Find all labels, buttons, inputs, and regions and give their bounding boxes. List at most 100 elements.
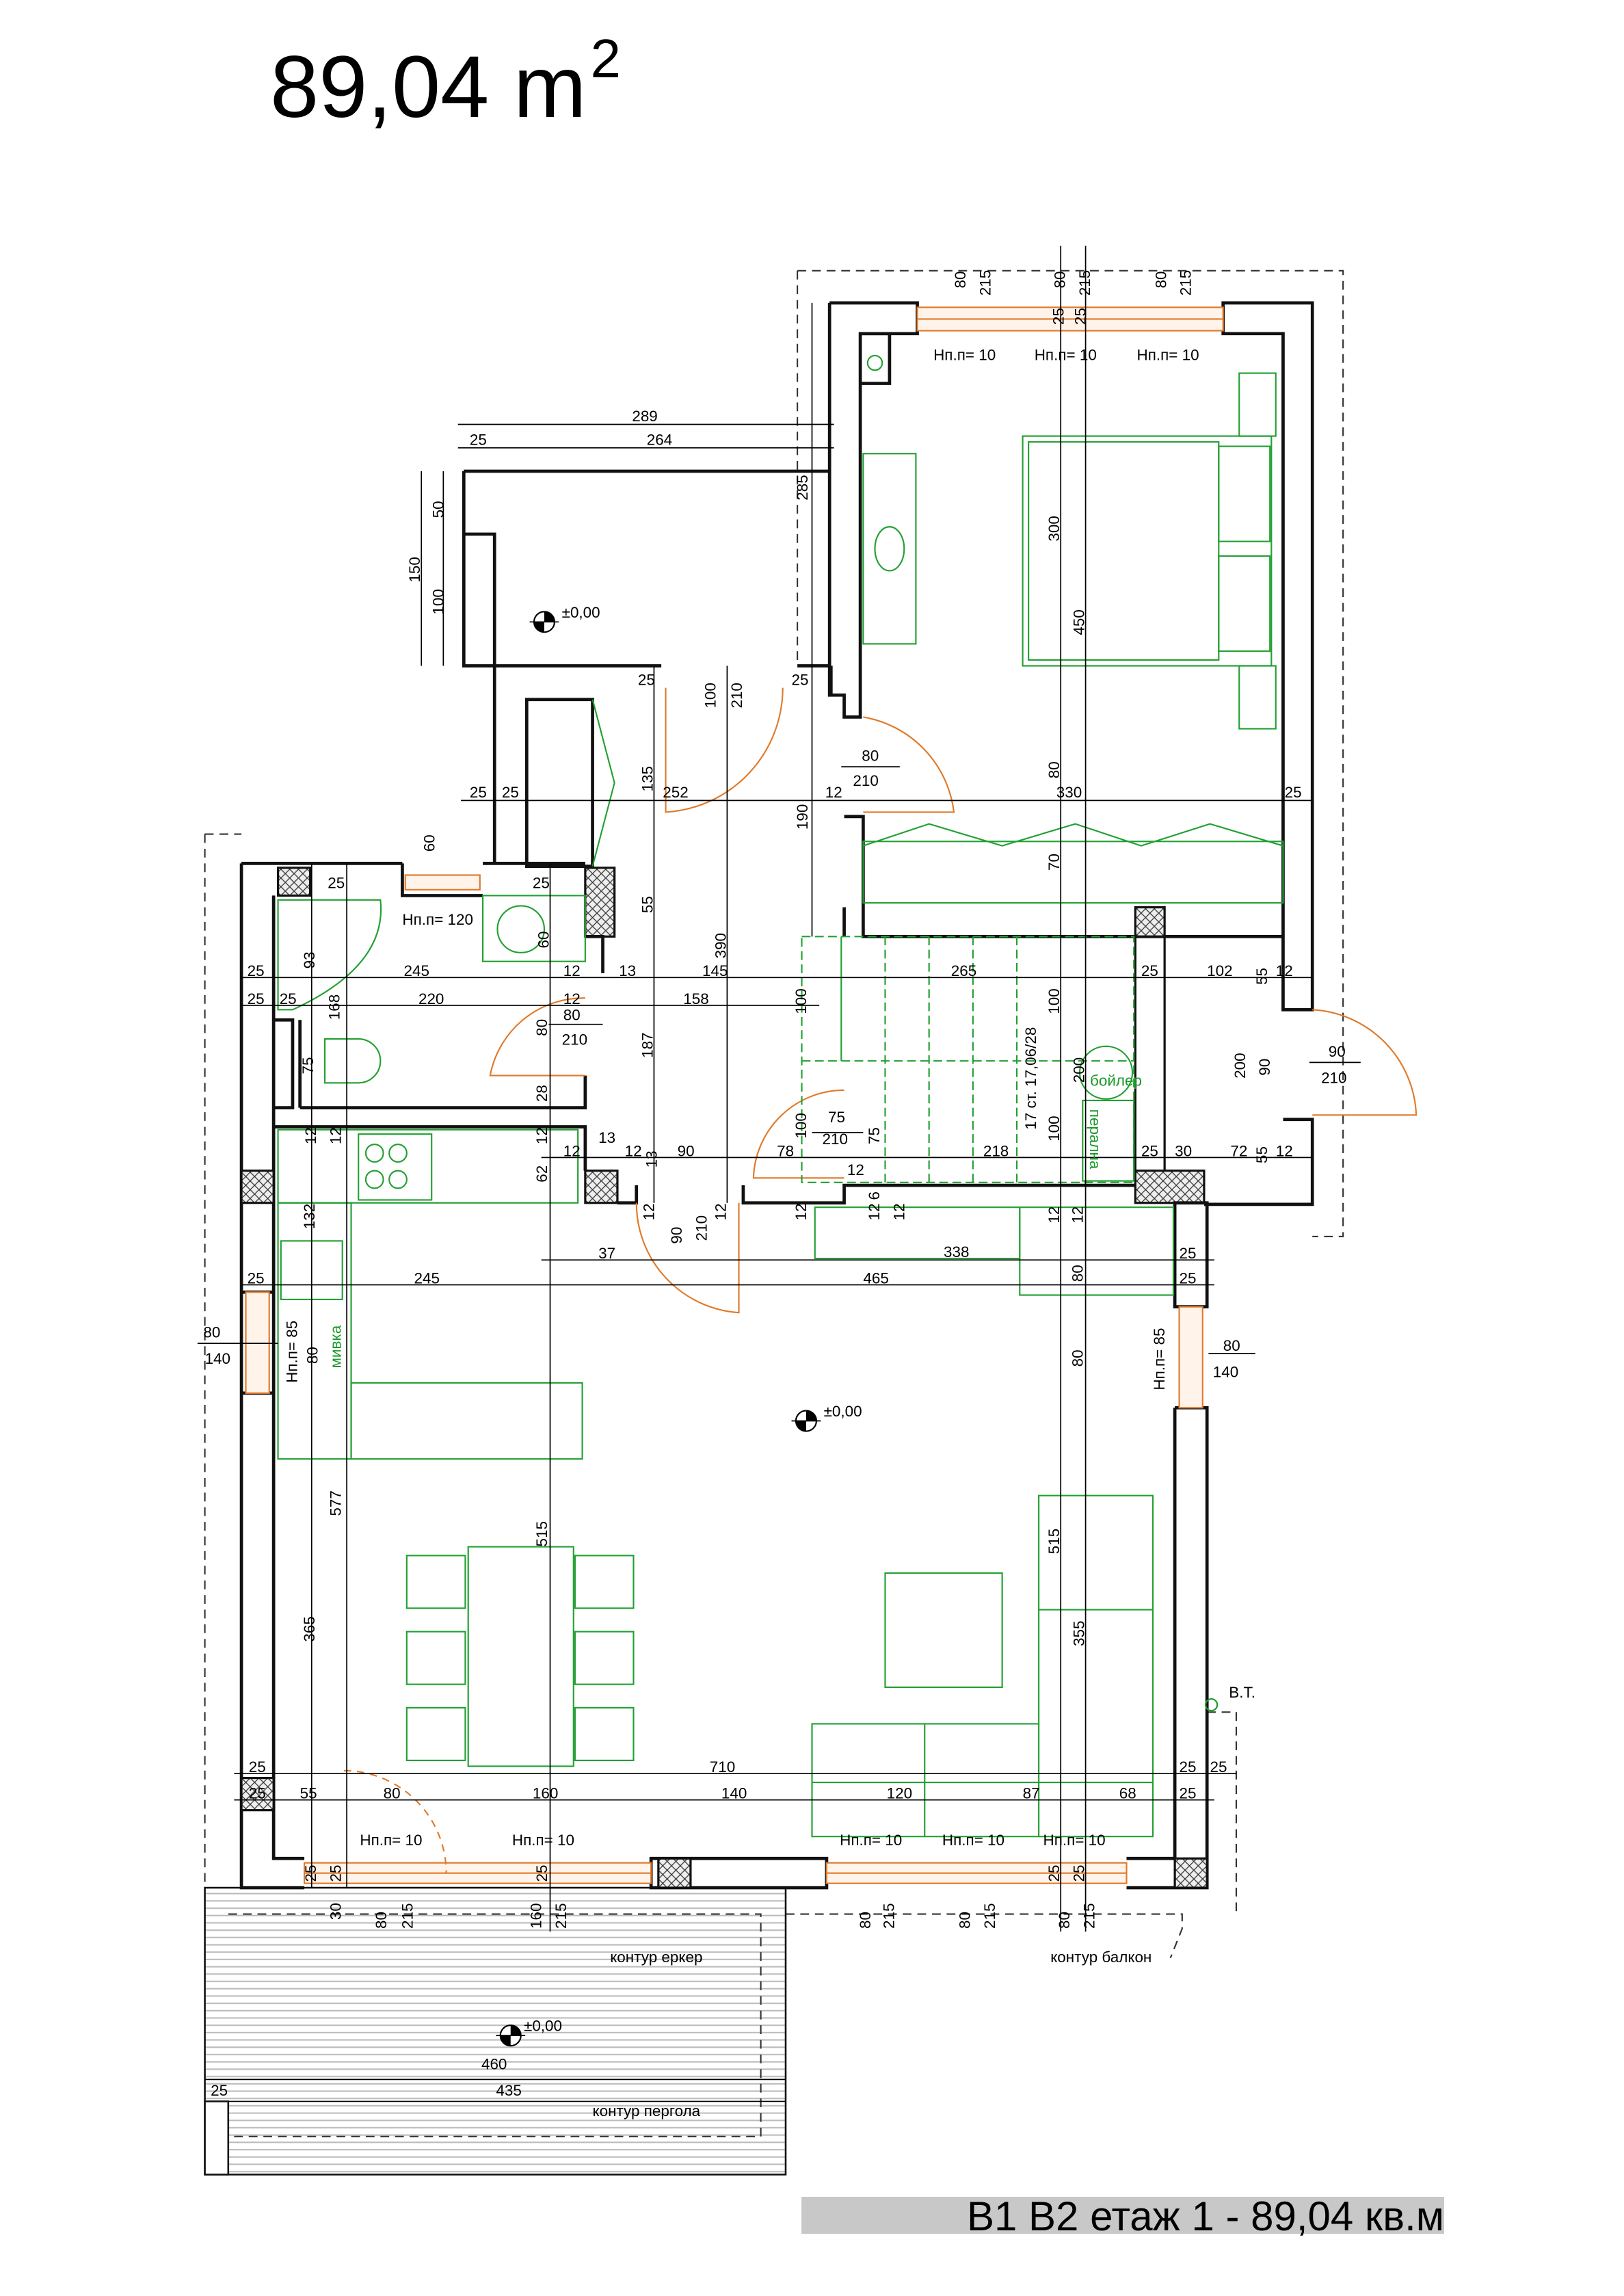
dimension-label: 25 bbox=[1285, 784, 1302, 801]
dining-table bbox=[467, 1546, 574, 1767]
dimension-label: 25 bbox=[470, 784, 487, 801]
dimension-label: 135 bbox=[639, 766, 656, 791]
dimension-label: 12 bbox=[563, 990, 581, 1007]
dimension-label: 13 bbox=[619, 962, 636, 979]
dimension-label: 285 bbox=[794, 475, 811, 500]
dimension-label: 300 bbox=[1046, 516, 1063, 541]
dimension-label: 330 bbox=[1056, 784, 1082, 801]
window-sill-label: Нп.п= 10 bbox=[1035, 346, 1097, 363]
dimension-label: 50 bbox=[429, 501, 447, 518]
footer-caption-bar: B1 B2 етаж 1 - 89,04 кв.м bbox=[801, 2193, 1444, 2239]
dimension-label: 515 bbox=[533, 1521, 550, 1546]
dimension-label: 12 bbox=[640, 1203, 657, 1220]
washing-machine bbox=[1082, 1099, 1135, 1182]
dimension-label: 25 bbox=[1141, 962, 1158, 979]
dimension-label: 145 bbox=[702, 962, 728, 979]
boiler-label: бойлер bbox=[1090, 1072, 1142, 1090]
window-sill-label: Нп.п= 10 bbox=[1136, 346, 1199, 363]
dimension-label: 90 bbox=[1256, 1059, 1273, 1076]
dimension-label: 25 bbox=[1050, 308, 1067, 325]
toilet bbox=[323, 1038, 382, 1084]
dimension-label: 265 bbox=[951, 962, 976, 979]
dimension-label: 200 bbox=[1232, 1053, 1249, 1078]
boiler bbox=[1078, 1045, 1134, 1100]
dimension-label: 25 bbox=[502, 784, 519, 801]
dimension-label: 210 bbox=[822, 1131, 847, 1148]
elevation-label: ±0,00 bbox=[524, 2018, 562, 2035]
dimension-label: 25 bbox=[1180, 1269, 1197, 1286]
dimension-label: 215 bbox=[399, 1903, 416, 1928]
window-sill-label: Нп.п= 10 bbox=[360, 1832, 422, 1849]
dimension-label: 25 bbox=[638, 671, 655, 688]
dimension-label: 289 bbox=[632, 408, 657, 425]
dimension-label: 390 bbox=[712, 933, 729, 958]
ground-floor-walls bbox=[239, 861, 1209, 1890]
washer-label: перална bbox=[1087, 1109, 1104, 1170]
dimension-label: 90 bbox=[1329, 1043, 1346, 1060]
dimension-label: 25 bbox=[1210, 1758, 1227, 1776]
dimension-label: 80 bbox=[857, 1912, 874, 1929]
dimension-label: 25 bbox=[248, 1269, 265, 1286]
dimension-label: 80 bbox=[384, 1785, 401, 1802]
dimension-label: 102 bbox=[1207, 962, 1232, 979]
window-sill-label: Нп.п= 10 bbox=[512, 1832, 574, 1849]
dimension-label: 62 bbox=[533, 1165, 550, 1183]
dimension-label: 75 bbox=[866, 1127, 883, 1144]
area-value: 89,04 m bbox=[270, 38, 587, 136]
dimension-label: 190 bbox=[794, 804, 811, 830]
dimension-label: 80 bbox=[203, 1324, 220, 1341]
dimension-label: 25 bbox=[1046, 1865, 1063, 1882]
dimension-label: 75 bbox=[828, 1109, 845, 1126]
dimension-label: 90 bbox=[668, 1227, 685, 1244]
kitchen-island bbox=[350, 1382, 583, 1460]
dimension-label: 12 bbox=[847, 1161, 864, 1178]
dimension-label: 12 bbox=[866, 1203, 883, 1220]
dimension-label: 264 bbox=[647, 431, 672, 448]
dimension-label: 25 bbox=[249, 1785, 266, 1802]
dimension-label: 68 bbox=[1119, 1785, 1136, 1802]
washbasin bbox=[482, 895, 586, 962]
elevation-mark-icon bbox=[791, 1410, 821, 1432]
dimension-label: 710 bbox=[710, 1758, 735, 1776]
dimension-label: 25 bbox=[302, 1865, 319, 1882]
stairs-label: 17 ст. 17,06/28 bbox=[1022, 1027, 1039, 1130]
dimension-label: 140 bbox=[721, 1785, 747, 1802]
dimension-label: 93 bbox=[301, 951, 318, 968]
dimension-label: 215 bbox=[880, 1903, 897, 1928]
erker-contour-label: контур еркер bbox=[610, 1949, 702, 1966]
balcony-contour-label: контур балкон bbox=[1050, 1949, 1152, 1966]
dimension-label: 220 bbox=[418, 990, 444, 1007]
window-sill-label: Нп.п= 10 bbox=[942, 1832, 1004, 1849]
dimension-label: 80 bbox=[1152, 272, 1169, 289]
dimension-label: 80 bbox=[304, 1347, 321, 1364]
window-sill-label: Нп.п= 85 bbox=[283, 1321, 300, 1383]
dimension-label: 210 bbox=[562, 1031, 587, 1048]
dimension-label: 80 bbox=[1046, 761, 1063, 778]
dimension-label: 200 bbox=[1070, 1057, 1087, 1083]
windows bbox=[245, 306, 1224, 1884]
dimension-label: 25 bbox=[470, 431, 487, 448]
dimension-label: 87 bbox=[1023, 1785, 1040, 1802]
dimension-label: 12 bbox=[328, 1127, 345, 1144]
dimension-label: 12 bbox=[1276, 962, 1293, 979]
dimension-label: 100 bbox=[702, 683, 719, 708]
tv-stand bbox=[862, 453, 917, 645]
dimension-label: 25 bbox=[792, 671, 809, 688]
dimension-label: 60 bbox=[421, 834, 438, 852]
dimension-label: 210 bbox=[1321, 1069, 1346, 1086]
pergola-contour-label: контур пергола bbox=[593, 2102, 701, 2120]
dimension-label: 80 bbox=[952, 272, 969, 289]
area-unit-superscript: 2 bbox=[590, 28, 622, 89]
window-sill-label: Нп.п= 85 bbox=[1151, 1328, 1168, 1390]
sink-label: мивка bbox=[328, 1325, 345, 1368]
dimension-label: 55 bbox=[639, 896, 656, 913]
dimension-label: 25 bbox=[248, 990, 265, 1007]
terrace-deck bbox=[204, 1886, 787, 2176]
upper-left-block-walls bbox=[462, 469, 831, 868]
dimension-label: 100 bbox=[1046, 1116, 1063, 1141]
dimension-label: 140 bbox=[1213, 1363, 1238, 1380]
dimension-label: 25 bbox=[1141, 1142, 1158, 1159]
dimension-label: 100 bbox=[1046, 988, 1063, 1014]
staircase bbox=[801, 936, 1135, 1183]
